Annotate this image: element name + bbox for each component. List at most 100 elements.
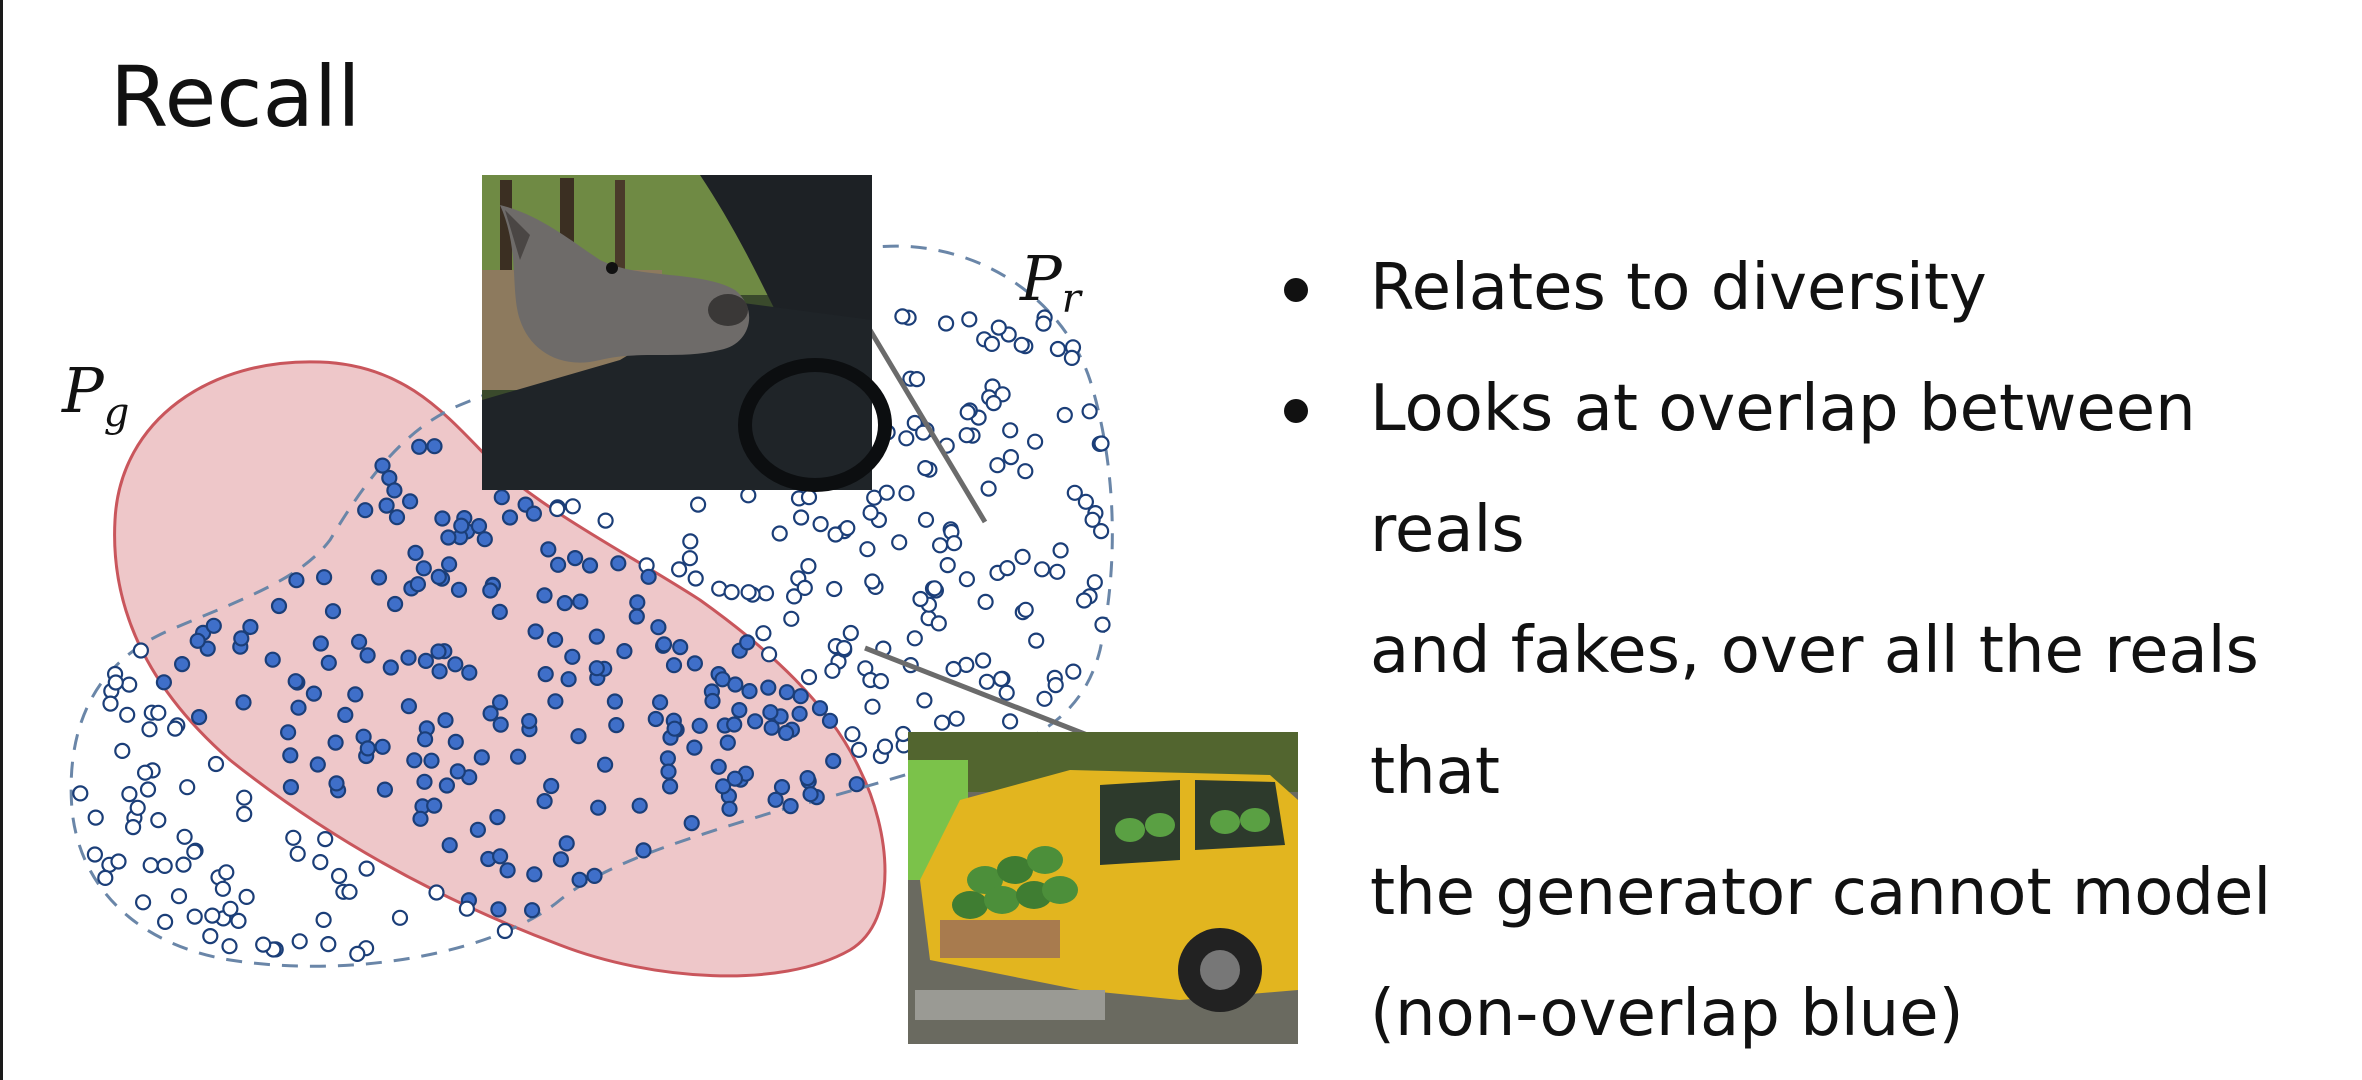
- real-point: [755, 625, 772, 642]
- generated-point: [691, 717, 708, 734]
- generated-point: [191, 708, 208, 726]
- real-point: [824, 662, 841, 679]
- generated-point: [357, 502, 374, 519]
- generated-point: [347, 686, 364, 703]
- bullet-text-line: (non-overlap blue): [1370, 977, 1964, 1051]
- generated-point: [714, 671, 731, 688]
- real-point: [998, 684, 1015, 701]
- generated-point: [450, 581, 468, 598]
- bullet-list: Relates to diversity Looks at overlap be…: [1280, 228, 2340, 1075]
- generated-point: [378, 497, 395, 514]
- generated-point: [686, 739, 703, 756]
- real-point: [1014, 548, 1031, 566]
- pr-distribution-region: [69, 244, 1114, 968]
- generated-point: [407, 544, 424, 562]
- real-point: [670, 561, 688, 578]
- generated-point: [672, 638, 689, 656]
- recall-diagram: Pr Pg: [61, 175, 1298, 1044]
- real-point: [740, 584, 757, 601]
- real-point: [141, 721, 158, 738]
- generated-point: [647, 710, 664, 728]
- generated-point: [438, 777, 455, 794]
- real-point: [564, 498, 581, 515]
- real-point: [236, 805, 253, 823]
- real-point: [137, 764, 154, 781]
- generated-point: [710, 758, 727, 775]
- generated-point: [288, 572, 305, 589]
- generated-point: [376, 781, 393, 798]
- generated-point: [374, 738, 391, 755]
- real-point: [349, 945, 366, 963]
- real-point: [723, 583, 740, 601]
- generated-point: [739, 634, 756, 651]
- real-point: [320, 935, 337, 953]
- real-point: [1049, 563, 1066, 580]
- generated-point: [449, 763, 466, 780]
- generated-point: [719, 734, 736, 751]
- generated-point: [490, 901, 507, 918]
- real-point: [872, 672, 890, 690]
- generated-point: [666, 720, 683, 737]
- real-point: [230, 912, 247, 930]
- generated-point: [441, 837, 458, 854]
- generated-point: [411, 438, 428, 455]
- real-point: [175, 856, 192, 873]
- left-border: [0, 0, 3, 1080]
- real-point: [1086, 574, 1103, 591]
- generated-point: [635, 842, 652, 859]
- generated-point: [235, 694, 252, 711]
- real-point: [926, 580, 943, 597]
- generated-point: [640, 568, 657, 585]
- generated-point: [547, 693, 564, 710]
- generated-point: [423, 752, 440, 769]
- real-point: [983, 335, 1001, 352]
- bullet-continuation: and fakes, over all the reals that: [1280, 591, 2340, 833]
- generated-point: [721, 800, 738, 817]
- real-point: [1063, 349, 1081, 366]
- real-point: [1075, 592, 1093, 609]
- bullet-text-line: and fakes, over all the reals that: [1370, 614, 2259, 809]
- real-point: [687, 570, 704, 587]
- generated-point: [525, 505, 543, 522]
- real-point: [1066, 484, 1083, 501]
- real-point: [978, 673, 996, 690]
- generated-point: [629, 594, 646, 611]
- real-point: [156, 857, 173, 875]
- real-point: [864, 573, 881, 590]
- real-point: [908, 371, 926, 388]
- real-point: [167, 720, 184, 737]
- real-point: [358, 860, 375, 877]
- real-point: [129, 799, 146, 816]
- real-point: [1093, 435, 1110, 452]
- real-point: [930, 615, 947, 632]
- real-point: [771, 525, 788, 542]
- generated-point: [536, 587, 553, 604]
- generated-point: [546, 631, 564, 648]
- generated-point: [417, 731, 434, 748]
- generated-point: [473, 749, 490, 766]
- generated-point: [155, 674, 172, 691]
- real-point: [597, 512, 614, 529]
- real-point: [291, 933, 308, 950]
- generated-point: [374, 457, 391, 474]
- sample-points: [72, 308, 1111, 963]
- real-point: [989, 457, 1006, 474]
- generated-point: [763, 719, 780, 736]
- real-point: [740, 487, 757, 504]
- generated-point: [447, 733, 464, 751]
- real-point: [428, 884, 445, 901]
- generated-point: [453, 517, 470, 534]
- real-point: [800, 489, 818, 506]
- connector-line-bottom: [864, 645, 1101, 743]
- real-point: [114, 742, 131, 760]
- real-point: [222, 900, 239, 917]
- real-point: [1049, 340, 1067, 358]
- real-point: [1013, 336, 1030, 353]
- generated-point: [704, 692, 721, 710]
- real-point: [945, 660, 962, 678]
- generated-point: [461, 664, 478, 681]
- bullet-text: Relates to diversity: [1370, 251, 1987, 325]
- generated-point: [309, 756, 326, 773]
- generated-point: [382, 659, 399, 676]
- real-point: [176, 828, 193, 845]
